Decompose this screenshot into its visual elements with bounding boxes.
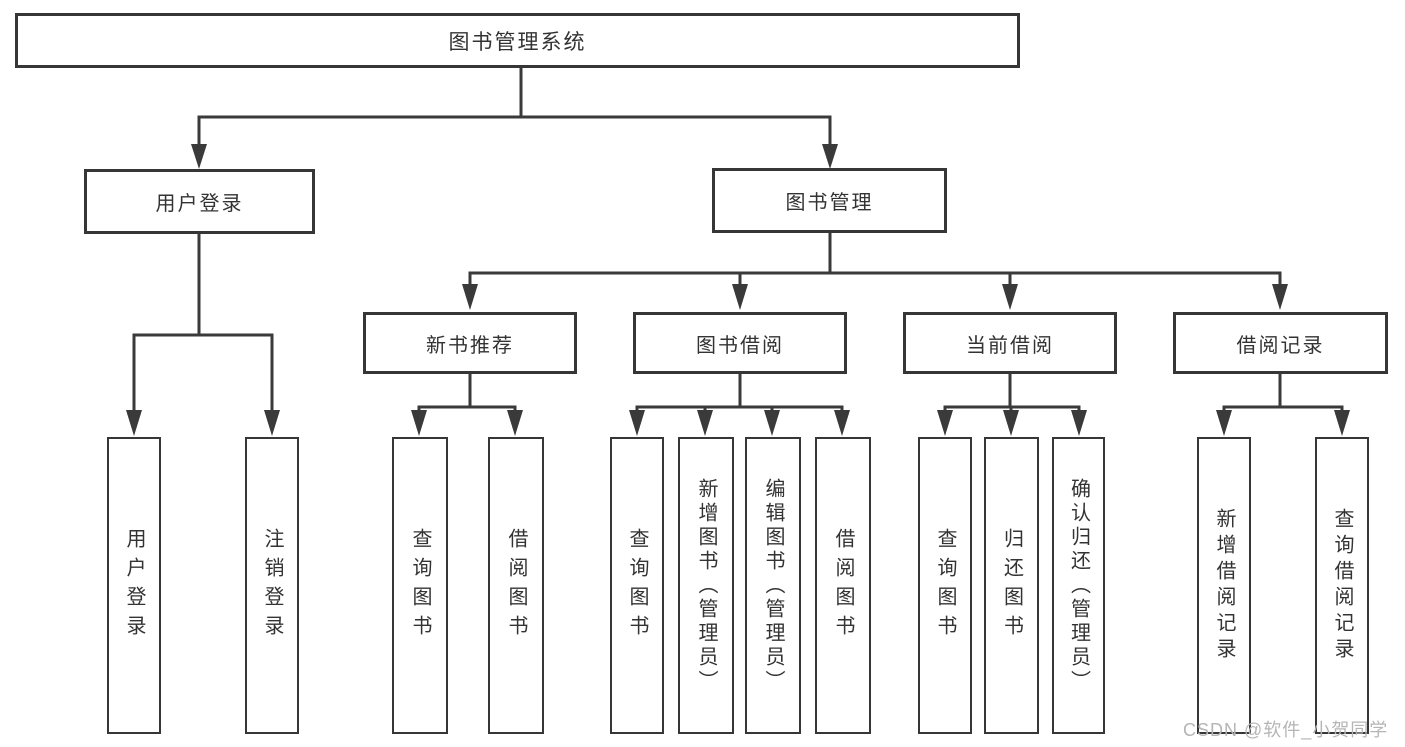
- leaf-borrow-books-1: 借阅图书: [488, 437, 544, 734]
- leaf-user-login: 用户登录: [107, 437, 161, 734]
- connector-new-book-children: [411, 374, 523, 436]
- node-user-login: 用户登录: [84, 169, 315, 234]
- leaf-add-borrow-record: 新增借阅记录: [1197, 437, 1251, 734]
- leaf-query-books-3: 查询图书: [918, 437, 972, 734]
- node-book-management: 图书管理: [712, 168, 947, 233]
- leaf-borrow-books-1-label: 借阅图书: [505, 527, 527, 644]
- node-user-login-label: 用户登录: [155, 193, 244, 215]
- node-new-book-recommend-label: 新书推荐: [426, 334, 514, 357]
- connector-borrow-records-children: [1216, 374, 1350, 436]
- leaf-add-books-admin-label: 新增图书（管理员）: [695, 477, 717, 694]
- leaf-logout: 注销登录: [245, 437, 299, 734]
- leaf-query-books-1: 查询图书: [392, 437, 448, 734]
- connector-user-login-children: [126, 234, 280, 436]
- leaf-confirm-return-admin-label: 确认归还（管理员）: [1067, 477, 1090, 694]
- leaf-add-books-admin: 新增图书（管理员）: [678, 437, 734, 734]
- leaf-borrow-books-2-label: 借阅图书: [832, 527, 854, 644]
- leaf-query-borrow-record-label: 查询借阅记录: [1331, 507, 1353, 664]
- node-borrow-records: 借阅记录: [1173, 312, 1388, 374]
- connector-book-management-sections: [462, 233, 1288, 310]
- node-new-book-recommend: 新书推荐: [363, 312, 577, 374]
- connector-book-borrow-children: [629, 374, 850, 436]
- node-book-borrow: 图书借阅: [633, 312, 847, 374]
- csdn-watermark: CSDN @软件_小贺同学: [1183, 720, 1389, 740]
- node-current-borrow: 当前借阅: [903, 312, 1117, 374]
- node-borrow-records-label: 借阅记录: [1236, 334, 1325, 357]
- leaf-query-books-1-label: 查询图书: [409, 527, 431, 644]
- leaf-query-books-2: 查询图书: [610, 437, 664, 734]
- leaf-edit-books-admin-label: 编辑图书（管理员）: [762, 477, 784, 694]
- leaf-return-books-label: 归还图书: [1000, 527, 1023, 644]
- leaf-borrow-books-2: 借阅图书: [815, 437, 871, 734]
- node-root-label: 图书管理系统: [448, 30, 587, 54]
- node-current-borrow-label: 当前借阅: [966, 334, 1054, 357]
- leaf-edit-books-admin: 编辑图书（管理员）: [745, 437, 801, 734]
- leaf-query-books-2-label: 查询图书: [626, 527, 648, 644]
- connector-root-to-level2: [191, 68, 838, 169]
- leaf-add-borrow-record-label: 新增借阅记录: [1213, 507, 1235, 664]
- node-book-management-label: 图书管理: [785, 192, 874, 214]
- node-root-system: 图书管理系统: [15, 13, 1020, 68]
- leaf-query-books-3-label: 查询图书: [934, 527, 956, 644]
- leaf-user-login-label: 用户登录: [123, 527, 145, 644]
- leaf-return-books: 归还图书: [984, 437, 1039, 734]
- node-book-borrow-label: 图书借阅: [696, 334, 784, 357]
- leaf-confirm-return-admin: 确认归还（管理员）: [1052, 437, 1105, 734]
- connector-current-borrow-children: [937, 374, 1087, 436]
- leaf-logout-label: 注销登录: [261, 527, 283, 644]
- leaf-query-borrow-record: 查询借阅记录: [1315, 437, 1369, 734]
